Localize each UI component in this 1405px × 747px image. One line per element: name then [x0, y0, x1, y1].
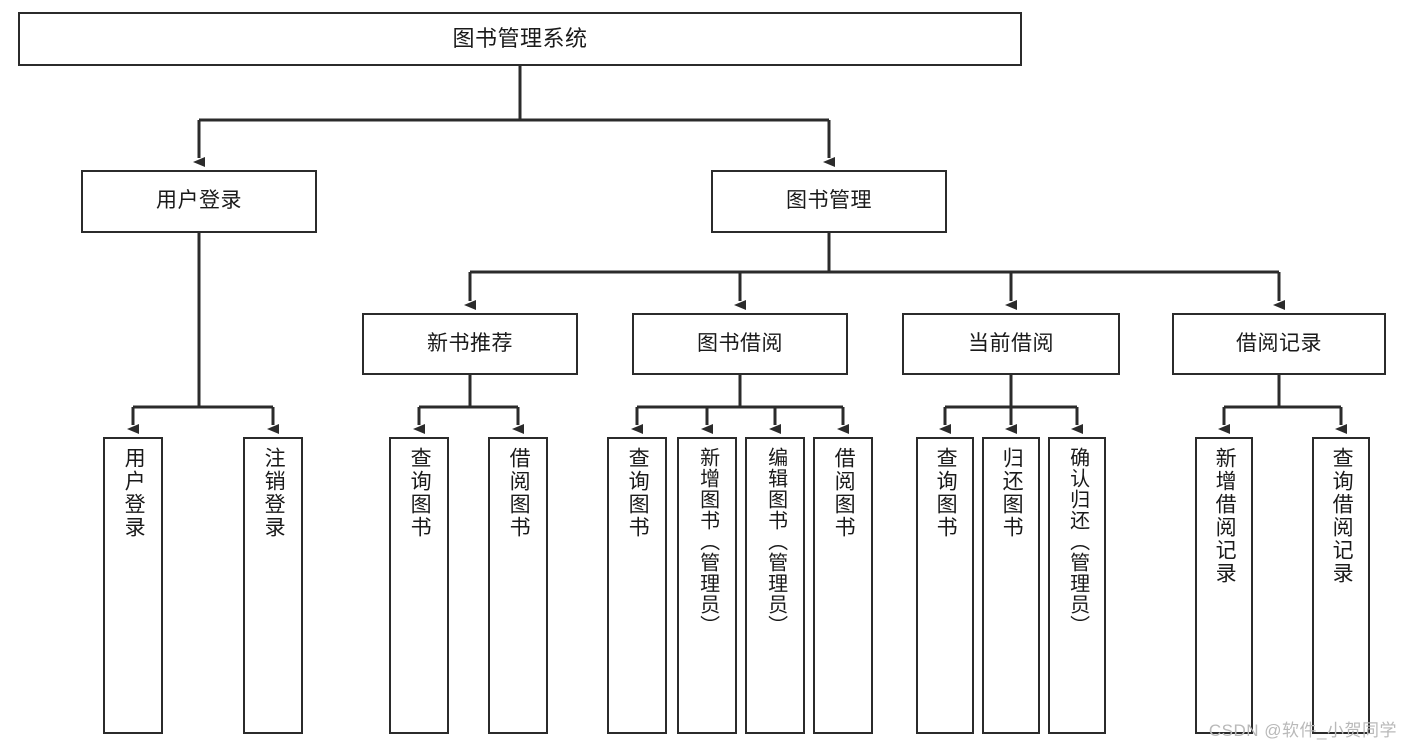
node-leaf-query-record[interactable]: 查询借阅记录: [1312, 437, 1370, 734]
node-leaf-add-record[interactable]: 新增借阅记录: [1195, 437, 1253, 734]
node-leaf-query-record-label: 查询借阅记录: [1330, 447, 1354, 585]
node-current-borrow[interactable]: 当前借阅: [902, 313, 1120, 375]
node-leaf-logout-label: 注销登录: [262, 447, 286, 539]
node-root-label: 图书管理系统: [452, 26, 588, 52]
node-book-manage-label: 图书管理: [786, 189, 872, 213]
node-borrow-record[interactable]: 借阅记录: [1172, 313, 1386, 375]
node-leaf-borrow-book-rec-label: 借阅图书: [507, 447, 531, 539]
node-leaf-borrow-book[interactable]: 借阅图书: [813, 437, 873, 734]
node-leaf-query-book-borrow[interactable]: 查询图书: [607, 437, 667, 734]
node-user-login-label: 用户登录: [156, 189, 242, 213]
node-borrow-record-label: 借阅记录: [1236, 331, 1322, 355]
node-leaf-query-book-cur[interactable]: 查询图书: [916, 437, 974, 734]
node-current-borrow-label: 当前借阅: [968, 331, 1054, 355]
node-book-borrow-label: 图书借阅: [697, 331, 783, 355]
node-book-manage[interactable]: 图书管理: [711, 170, 947, 233]
node-leaf-borrow-book-label: 借阅图书: [832, 447, 856, 539]
node-leaf-query-book-cur-label: 查询图书: [934, 447, 958, 539]
node-leaf-edit-book[interactable]: 编辑图书（管理员）: [745, 437, 805, 734]
node-leaf-return-book[interactable]: 归还图书: [982, 437, 1040, 734]
node-leaf-user-login-label: 用户登录: [122, 447, 146, 539]
node-leaf-logout[interactable]: 注销登录: [243, 437, 303, 734]
node-root[interactable]: 图书管理系统: [18, 12, 1022, 66]
node-leaf-query-book-borrow-label: 查询图书: [626, 447, 650, 539]
node-leaf-add-record-label: 新增借阅记录: [1213, 447, 1237, 585]
node-new-book-recommend-label: 新书推荐: [427, 331, 513, 355]
node-leaf-query-book-rec[interactable]: 查询图书: [389, 437, 449, 734]
node-new-book-recommend[interactable]: 新书推荐: [362, 313, 578, 375]
watermark: CSDN @软件_小贺同学: [1208, 721, 1397, 740]
node-leaf-return-book-label: 归还图书: [1000, 447, 1024, 539]
node-user-login[interactable]: 用户登录: [81, 170, 317, 233]
node-leaf-add-book-label: 新增图书（管理员）: [696, 447, 719, 636]
node-leaf-query-book-rec-label: 查询图书: [408, 447, 432, 539]
node-book-borrow[interactable]: 图书借阅: [632, 313, 848, 375]
node-leaf-borrow-book-rec[interactable]: 借阅图书: [488, 437, 548, 734]
node-leaf-confirm-return[interactable]: 确认归还（管理员）: [1048, 437, 1106, 734]
node-leaf-confirm-return-label: 确认归还（管理员）: [1066, 447, 1089, 636]
node-leaf-add-book[interactable]: 新增图书（管理员）: [677, 437, 737, 734]
node-leaf-edit-book-label: 编辑图书（管理员）: [764, 447, 787, 636]
node-leaf-user-login[interactable]: 用户登录: [103, 437, 163, 734]
